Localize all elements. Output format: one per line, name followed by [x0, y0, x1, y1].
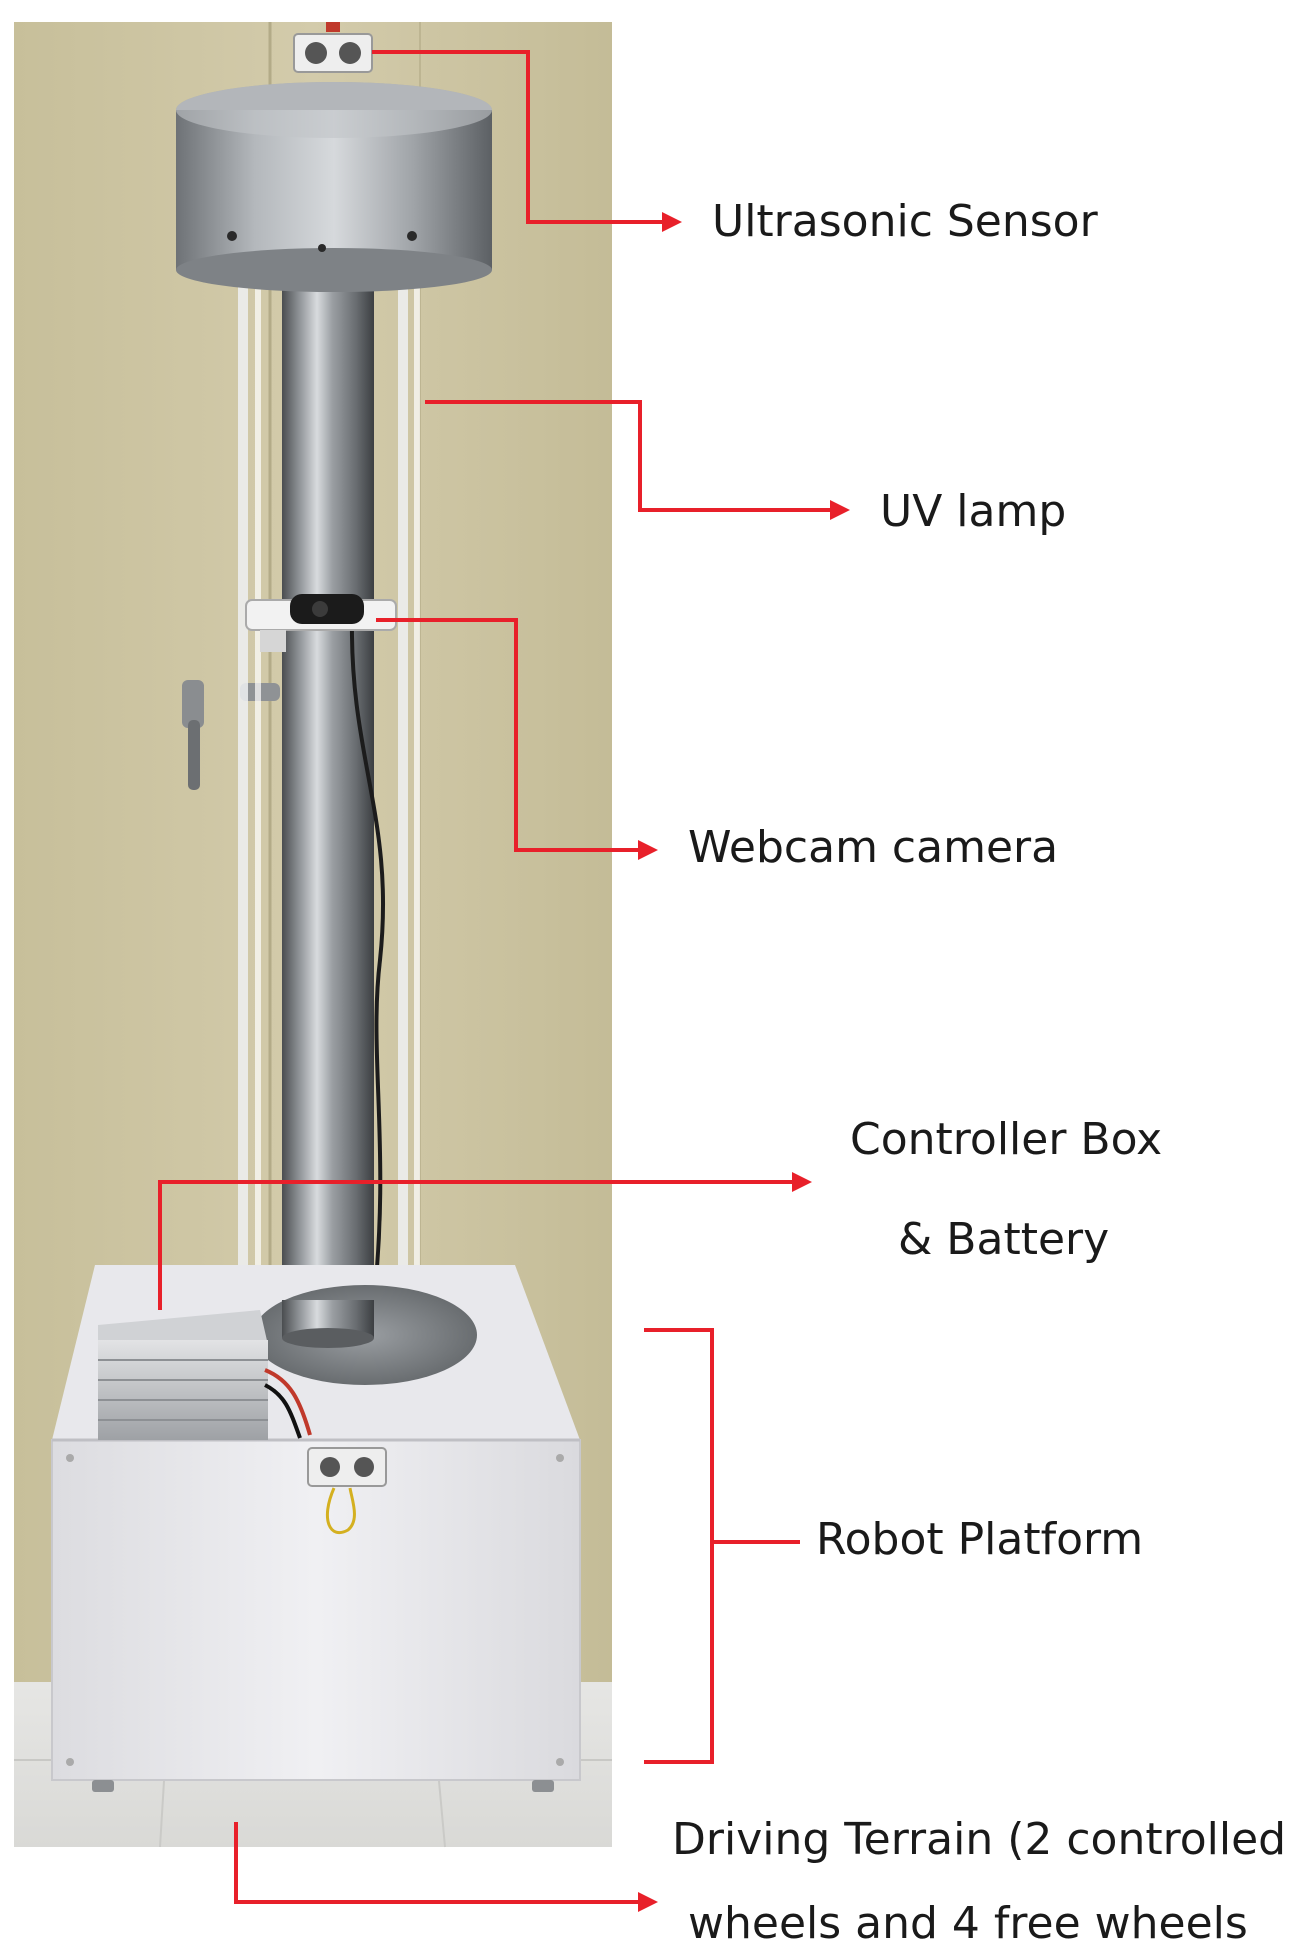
label-controller-box: Controller Box [850, 1114, 1163, 1165]
label-robot-platform: Robot Platform [816, 1514, 1144, 1565]
label-ultrasonic-sensor: Ultrasonic Sensor [712, 196, 1098, 247]
label-driving-terrain-wheels: wheels and 4 free wheels [688, 1898, 1248, 1949]
label-uv-lamp: UV lamp [880, 486, 1067, 537]
callout-arrows [158, 50, 836, 1904]
label-webcam-camera: Webcam camera [688, 822, 1059, 873]
callout-arrowheads [638, 212, 850, 1912]
label-battery: & Battery [898, 1214, 1110, 1265]
label-driving-terrain: Driving Terrain (2 controlled [672, 1814, 1287, 1865]
